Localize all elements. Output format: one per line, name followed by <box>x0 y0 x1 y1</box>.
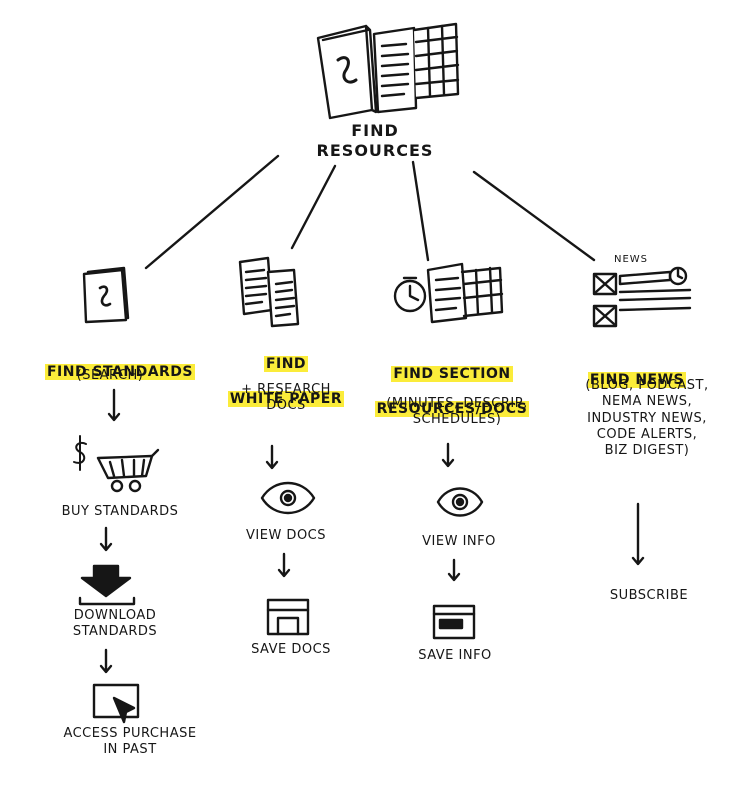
branch-news-title: FIND NEWS <box>572 354 702 389</box>
download-tray-icon <box>78 564 136 606</box>
save-info-icon <box>432 604 476 640</box>
step-save-info: SAVE INFO <box>418 648 492 663</box>
standards-book-icon <box>82 266 130 324</box>
connector-section <box>411 160 430 262</box>
branch-news-subtitle: (BLOG, PODCAST, NEMA NEWS, INDUSTRY NEWS… <box>585 378 709 458</box>
branch-section-title: FIND SECTION RESOURCES/DOCS <box>372 348 532 418</box>
branch-title-line: FIND NEWS <box>587 371 687 388</box>
step-download-standards: DOWNLOAD STANDARDS <box>72 608 158 640</box>
eye-icon <box>436 487 484 517</box>
arrow-news-1 <box>631 502 645 566</box>
arrow-standards-3 <box>99 648 113 674</box>
arrow-section-2 <box>447 558 461 582</box>
step-access-purchase: ACCESS PURCHASE IN PAST <box>63 726 197 758</box>
branch-section-subtitle: (MINUTES, DESCRIP, SCHEDULES) <box>386 396 528 428</box>
arrow-section-1 <box>441 442 455 468</box>
step-view-info: VIEW INFO <box>422 534 496 549</box>
branch-standards-title: FIND STANDARDS <box>40 346 200 381</box>
resources-stack-icon <box>316 22 460 120</box>
connector-news <box>472 170 596 262</box>
save-doc-icon <box>266 598 310 636</box>
connector-standards <box>144 154 280 270</box>
step-subscribe: SUBSCRIBE <box>609 588 689 603</box>
branch-white-paper-title: FIND WHITE PAPER <box>216 338 356 408</box>
arrow-white-paper-2 <box>277 552 291 578</box>
arrow-standards-2 <box>99 526 113 552</box>
news-tag: NEWS <box>614 254 649 265</box>
clock-calendar-icon <box>393 262 504 324</box>
step-view-docs: VIEW DOCS <box>246 528 326 543</box>
branch-standards-subtitle: (SEARCH) <box>76 368 144 383</box>
shopping-cart-icon <box>73 435 160 493</box>
news-list-icon <box>592 266 692 328</box>
arrow-white-paper-1 <box>265 444 279 470</box>
step-save-docs: SAVE DOCS <box>251 642 331 657</box>
branch-title-line: FIND STANDARDS <box>44 363 196 380</box>
branch-title-line: FIND SECTION <box>391 365 513 382</box>
branch-title-line: RESOURCES/DOCS <box>374 400 530 417</box>
branch-title-line: WHITE PAPER <box>227 390 345 407</box>
connector-white-paper <box>290 164 337 250</box>
eye-icon <box>260 481 316 515</box>
cursor-window-icon <box>92 683 140 724</box>
branch-white-paper-subtitle: + RESEARCH DOCS <box>241 382 331 414</box>
arrow-standards-1 <box>107 388 121 422</box>
documents-icon <box>238 256 300 328</box>
branch-title-line: FIND <box>263 355 309 372</box>
step-buy-standards: BUY STANDARDS <box>61 504 179 519</box>
root-label: FIND RESOURCES <box>316 121 434 160</box>
